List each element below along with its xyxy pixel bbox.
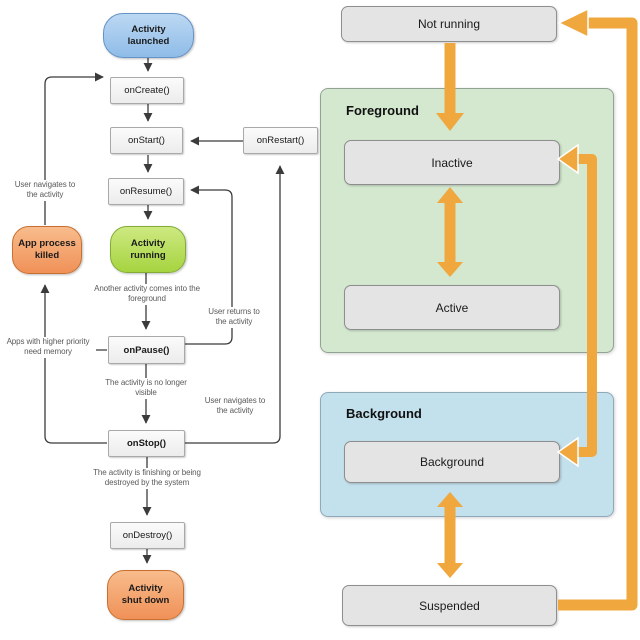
node-onrestart-label: onRestart() [256,135,305,146]
node-oncreate-label: onCreate() [124,85,170,96]
node-activity-shut-down-label: Activity shut down [121,583,170,606]
state-inactive-label: Inactive [431,155,473,170]
note-user-returns: User returns to the activity [204,307,264,328]
node-app-process-killed-label: App process killed [18,238,76,261]
node-oncreate: onCreate() [110,77,184,104]
state-not-running-label: Not running [417,17,481,31]
note-user-navigates-top: User navigates to the activity [13,180,77,201]
node-ondestroy: onDestroy() [110,522,185,549]
node-onpause: onPause() [108,336,185,364]
note-finishing: The activity is finishing or being destr… [84,468,210,489]
section-foreground: Foreground Inactive Active [320,88,614,353]
section-background-label: Background [346,406,422,421]
note-apps-priority: Apps with higher priority need memory [0,337,96,358]
node-onstop: onStop() [108,430,185,457]
state-background: Background [344,441,560,483]
node-activity-running-label: Activity running [130,237,166,261]
node-ondestroy-label: onDestroy() [122,530,173,541]
section-foreground-label: Foreground [346,103,419,118]
node-onresume: onResume() [108,178,184,205]
state-suspended-label: Suspended [419,598,480,613]
node-activity-launched: Activity launched [103,13,194,58]
state-active-label: Active [435,300,469,315]
node-onstart: onStart() [110,127,183,154]
node-onstop-label: onStop() [126,438,167,449]
node-app-process-killed: App process killed [12,226,82,274]
state-background-label: Background [419,455,485,469]
node-activity-shut-down: Activity shut down [107,570,184,620]
state-not-running: Not running [341,6,557,42]
note-not-visible: The activity is no longer visible [101,378,191,399]
state-suspended: Suspended [342,585,557,626]
node-onresume-label: onResume() [119,186,173,197]
state-inactive: Inactive [344,140,560,185]
node-activity-launched-label: Activity launched [127,23,170,47]
node-onrestart: onRestart() [243,127,318,154]
node-onstart-label: onStart() [128,135,165,146]
note-user-navigates-right: User navigates to the activity [203,396,267,417]
state-active: Active [344,285,560,330]
node-activity-running: Activity running [110,226,186,273]
note-another-activity: Another activity comes into the foregrou… [82,284,212,305]
node-onpause-label: onPause() [123,344,170,356]
